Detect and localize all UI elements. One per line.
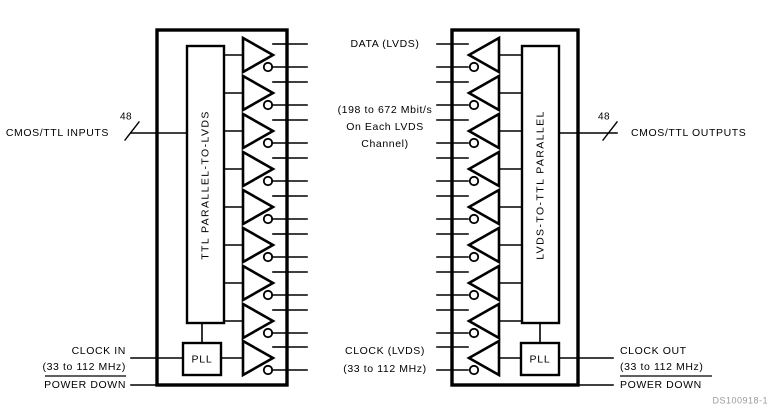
cmos-ttl-inputs-label: CMOS/TTL INPUTS [6,127,109,139]
clock-out-label-line1: CLOCK OUT [620,345,687,357]
right-bus-width-label: 48 [598,112,610,123]
right-receiver-1 [466,35,523,75]
right-core-box [520,44,561,325]
right-receiver-block: LVDS-TO-TTL PARALLEL PLL [450,28,746,391]
left-chip-outline [155,28,289,387]
clock-out-label-line2: (33 to 112 MHz) [620,361,704,373]
cmos-ttl-outputs-label: CMOS/TTL OUTPUTS [631,127,746,139]
data-lvds-label: DATA (LVDS) [350,38,419,50]
right-receiver-7 [466,263,523,303]
lvds-rate-line1: (198 to 672 Mbit/s [338,104,433,116]
left-bus-width-label: 48 [120,112,132,123]
right-receiver-5 [466,187,523,227]
right-pll-label: PLL [529,353,550,365]
lvds-rate-line2: On Each LVDS [346,121,424,133]
left-driver-6 [223,225,308,265]
right-clock-receiver [466,338,522,378]
right-bus-slash [602,121,618,141]
left-pll-label: PLL [191,353,212,365]
left-transmitter-block: TTL PARALLEL-TO-LVDS PLL 48 CMOS/TTL INP… [6,28,308,391]
right-receiver-6 [466,225,523,265]
left-driver-2 [223,73,308,113]
left-clock-driver [220,338,308,378]
left-driver-8 [223,301,308,341]
lvds-rate-line3: Channel) [361,138,408,150]
left-driver-5 [223,187,308,227]
right-receiver-2 [466,73,523,113]
left-core-label: TTL PARALLEL-TO-LVDS [199,110,211,260]
left-driver-1 [223,35,308,75]
right-receiver-4 [466,149,523,189]
right-receiver-3 [466,111,523,151]
left-driver-4 [223,149,308,189]
lvds-interconnect [436,43,469,371]
left-pll-box [181,341,223,377]
clock-lvds-line1: CLOCK (LVDS) [345,345,425,357]
left-driver-7 [223,263,308,303]
power-down-left-label: POWER DOWN [44,379,126,391]
figure-id-label: DS100918-1 [712,395,768,405]
clock-in-label-line2: (33 to 112 MHz) [43,361,127,373]
right-chip-outline [450,28,580,387]
center-labels: DATA (LVDS) (198 to 672 Mbit/s On Each L… [338,38,433,375]
clock-lvds-line2: (33 to 112 MHz) [343,363,427,375]
left-driver-3 [223,111,308,151]
power-down-right-label: POWER DOWN [620,379,702,391]
left-core-box [185,44,226,325]
right-core-label: LVDS-TO-TTL PARALLEL [534,110,546,260]
right-receiver-8 [466,301,523,341]
clock-in-label-line1: CLOCK IN [72,345,126,357]
left-bus-slash [124,121,140,141]
